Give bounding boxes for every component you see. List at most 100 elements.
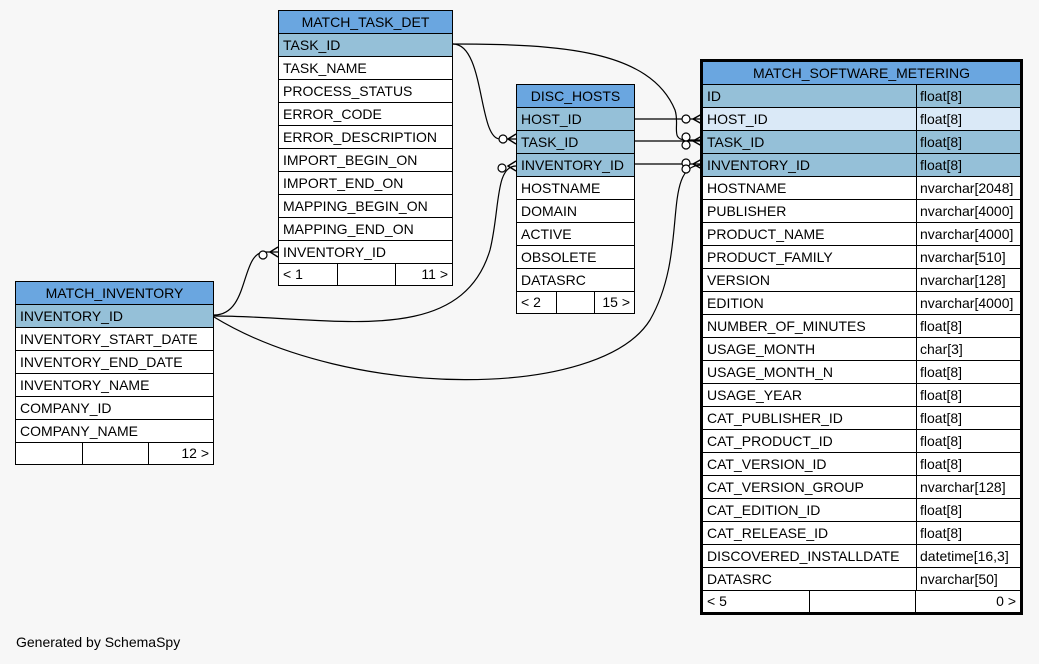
- table-match-task-det[interactable]: MATCH_TASK_DET TASK_ID TASK_NAME PROCESS…: [278, 10, 453, 286]
- children-count[interactable]: 15 >: [602, 294, 630, 310]
- column-row[interactable]: MAPPING_BEGIN_ON: [279, 195, 452, 218]
- edge-marker: [506, 160, 517, 172]
- column-name: NUMBER_OF_MINUTES: [707, 318, 866, 334]
- column-name: MAPPING_BEGIN_ON: [283, 198, 428, 214]
- column-row[interactable]: ERROR_DESCRIPTION: [279, 126, 452, 149]
- column-type: nvarchar[4000]: [916, 200, 1020, 222]
- edge-marker: [681, 164, 691, 174]
- column-name: EDITION: [707, 295, 764, 311]
- column-type: nvarchar[4000]: [916, 223, 1020, 245]
- column-name: IMPORT_END_ON: [283, 175, 404, 191]
- column-row[interactable]: ERROR_CODE: [279, 103, 452, 126]
- column-name: INVENTORY_ID: [521, 157, 624, 173]
- column-name: USAGE_YEAR: [707, 387, 802, 403]
- children-count[interactable]: 0 >: [996, 593, 1016, 609]
- footer-spacer: [83, 443, 149, 464]
- parents-count[interactable]: [16, 443, 83, 464]
- column-name: CAT_VERSION_GROUP: [707, 479, 864, 495]
- column-row[interactable]: TASK_NAME: [279, 57, 452, 80]
- table-disc-hosts[interactable]: DISC_HOSTS HOST_ID TASK_ID INVENTORY_ID …: [516, 84, 635, 314]
- column-row[interactable]: INVENTORY_END_DATE: [16, 351, 213, 374]
- edge-marker: [258, 250, 268, 260]
- column-type: float[8]: [916, 522, 1020, 544]
- column-row[interactable]: OBSOLETE: [517, 246, 634, 269]
- edge-marker: [681, 140, 691, 150]
- column-row[interactable]: COMPANY_ID: [16, 397, 213, 420]
- column-name: DOMAIN: [521, 203, 577, 219]
- edge-marker: [497, 163, 507, 173]
- column-name: CAT_PRODUCT_ID: [707, 433, 833, 449]
- column-row[interactable]: TASK_ID: [279, 34, 452, 57]
- table-title[interactable]: MATCH_SOFTWARE_METERING: [703, 62, 1020, 85]
- column-name: USAGE_MONTH_N: [707, 364, 834, 380]
- column-row[interactable]: TASK_ID: [517, 131, 634, 154]
- column-row[interactable]: PROCESS_STATUS: [279, 80, 452, 103]
- footer-spacer: [557, 292, 595, 313]
- column-row[interactable]: ACTIVE: [517, 223, 634, 246]
- parents-count[interactable]: < 2: [517, 292, 557, 313]
- column-row[interactable]: DATASRC: [517, 269, 634, 292]
- column-row[interactable]: HOSTNAME: [517, 177, 634, 200]
- column-name: PROCESS_STATUS: [283, 83, 413, 99]
- table-match-inventory[interactable]: MATCH_INVENTORY INVENTORY_ID INVENTORY_S…: [15, 281, 214, 465]
- column-row[interactable]: IMPORT_BEGIN_ON: [279, 149, 452, 172]
- edge-inv-taskdet: [213, 251, 278, 316]
- column-name: INVENTORY_END_DATE: [20, 354, 183, 370]
- table-title[interactable]: MATCH_TASK_DET: [279, 11, 452, 34]
- column-row[interactable]: INVENTORY_ID: [16, 305, 213, 328]
- column-row[interactable]: COMPANY_NAME: [16, 420, 213, 443]
- column-name: OBSOLETE: [521, 249, 597, 265]
- parents-count[interactable]: < 5: [703, 591, 810, 612]
- column-row[interactable]: INVENTORY_ID: [279, 241, 452, 264]
- edge-marker: [681, 114, 691, 124]
- column-type: float[8]: [916, 407, 1020, 429]
- edge-inv-msm: [213, 164, 703, 381]
- column-row[interactable]: MAPPING_END_ON: [279, 218, 452, 241]
- column-name: HOST_ID: [707, 111, 768, 127]
- children-count[interactable]: 11 >: [421, 266, 448, 282]
- table-title[interactable]: DISC_HOSTS: [517, 85, 634, 108]
- edge-marker: [691, 158, 703, 170]
- table-footer: < 1 11 >: [279, 264, 452, 285]
- column-name: CAT_VERSION_ID: [707, 456, 827, 472]
- table-title[interactable]: MATCH_INVENTORY: [16, 282, 213, 305]
- children-count[interactable]: 12 >: [181, 445, 209, 461]
- column-name: ERROR_DESCRIPTION: [283, 129, 438, 145]
- column-row[interactable]: IMPORT_END_ON: [279, 172, 452, 195]
- column-name: DATASRC: [521, 272, 586, 288]
- column-row[interactable]: INVENTORY_ID: [517, 154, 634, 177]
- column-row[interactable]: HOST_ID: [517, 108, 634, 131]
- column-name: ERROR_CODE: [283, 106, 382, 122]
- column-name: MAPPING_END_ON: [283, 221, 414, 237]
- column-row[interactable]: INVENTORY_NAME: [16, 374, 213, 397]
- column-row[interactable]: INVENTORY_START_DATE: [16, 328, 213, 351]
- column-type: nvarchar[128]: [916, 269, 1020, 291]
- parents-count[interactable]: < 1: [279, 264, 338, 285]
- column-row[interactable]: DOMAIN: [517, 200, 634, 223]
- generated-by-caption: Generated by SchemaSpy: [16, 634, 181, 650]
- footer-spacer: [338, 264, 396, 285]
